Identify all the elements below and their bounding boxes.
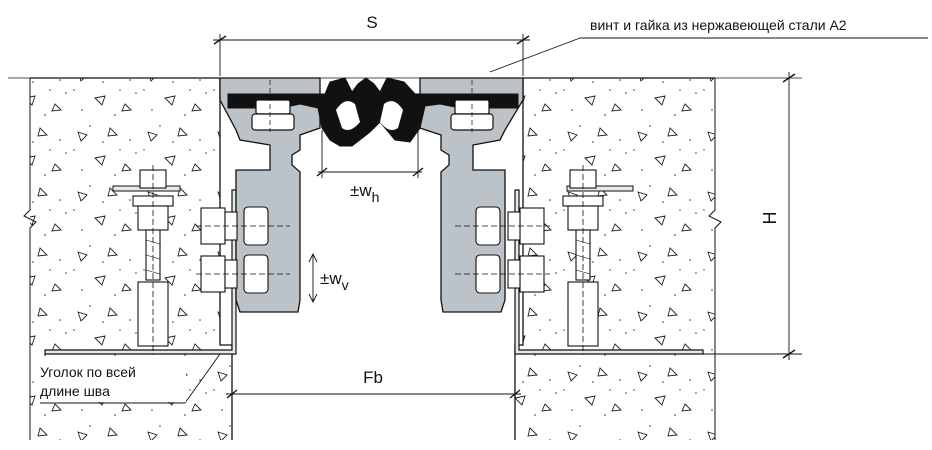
label-wv: ±wv: [320, 269, 349, 293]
side-bolts-right: [455, 206, 550, 294]
anchor-bolt-right: [562, 165, 604, 355]
note-leader: [489, 37, 928, 73]
side-bolts-left: [196, 206, 290, 294]
angle-label-line1: Уголок по всей: [40, 364, 136, 380]
dimension-fb: [226, 389, 521, 399]
top-bolt-left: [251, 80, 295, 132]
label-wh: ±wh: [350, 181, 379, 205]
dimension-s: [213, 34, 530, 76]
label-s: S: [366, 13, 377, 32]
label-fb: Fb: [363, 368, 383, 387]
rubber-seal: [227, 77, 519, 147]
angle-label-bg: [36, 360, 186, 402]
top-bolt-right: [450, 80, 494, 132]
concrete-right: [514, 77, 722, 440]
dimension-wv: [308, 252, 318, 304]
profile-right: [419, 77, 524, 313]
anchor-bolt-left: [132, 165, 174, 355]
angle-right: [514, 189, 704, 355]
note-text: винт и гайка из нержавеющей стали А2: [590, 17, 847, 33]
angle-label-line2: длине шва: [40, 383, 110, 399]
dimension-wh: [316, 130, 424, 178]
angle-leader: [40, 353, 221, 404]
label-h: H: [760, 212, 780, 225]
dimension-h: [703, 72, 802, 360]
profile-left: [219, 77, 321, 313]
